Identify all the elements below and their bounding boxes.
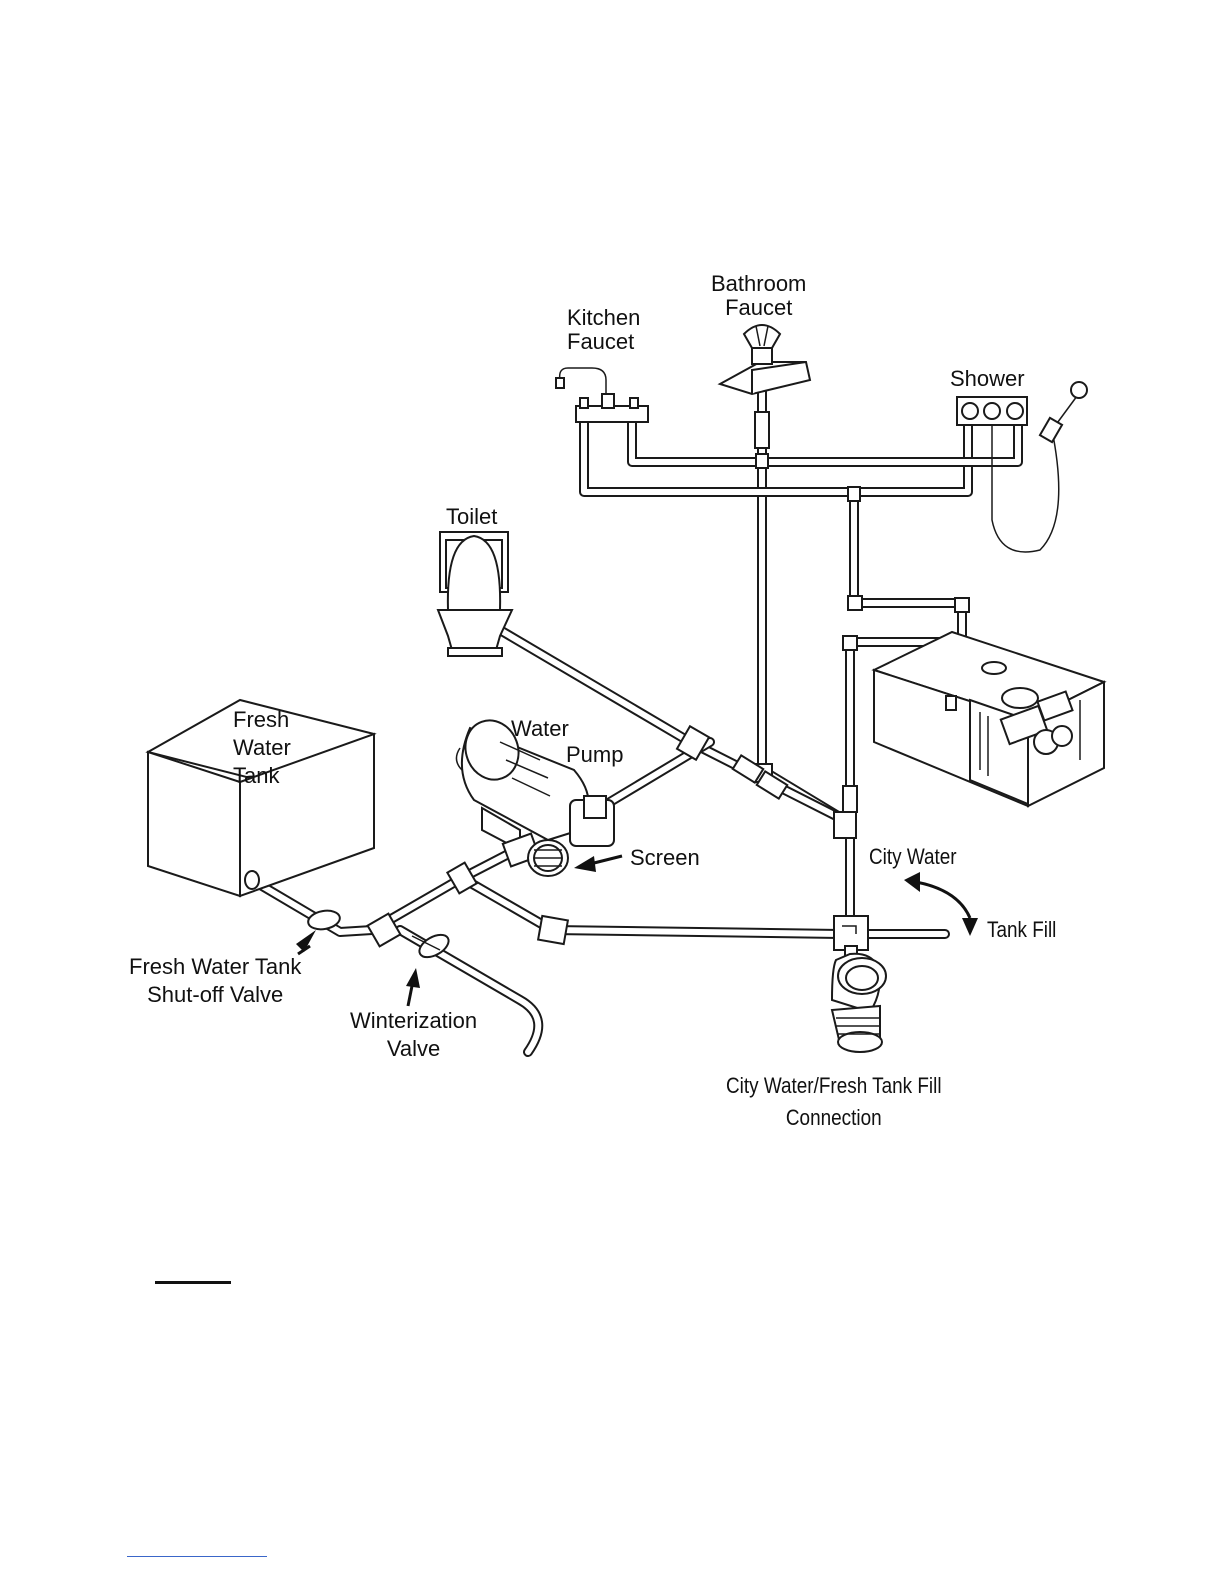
toilet-label: Toilet [446,505,497,529]
water-heater [874,632,1104,806]
shower-label: Shower [950,367,1025,391]
winterization-valve-arrow [408,986,412,1006]
screen-label: Screen [630,846,700,870]
bathroom-faucet-label: Bathroom Faucet [711,272,806,320]
tank-fill-arrowhead [962,918,978,936]
fresh-water-tank-label: Fresh Water Tank [233,706,291,790]
winterization-valve-arrowhead [406,968,420,988]
kitchen-faucet-label: Kitchen Faucet [567,306,640,354]
bathroom-faucet [720,325,810,394]
toilet [438,532,512,656]
city-water-tank-fill-arrow [916,882,970,918]
city-water-fresh-tank-fill-connection-label: City Water/Fresh Tank Fill Connection [726,1070,942,1134]
city-water-arrowhead [904,872,920,892]
footer-link-rule [127,1556,267,1557]
kitchen-faucet [556,368,648,422]
water-pump-label: Water Pump [511,716,623,768]
tank-fill-label: Tank Fill [987,918,1056,942]
underline-rule [155,1281,231,1284]
city-water-label: City Water [869,845,957,869]
winterization-valve-label: Winterization Valve [350,1007,477,1063]
fresh-water-tank-shutoff-valve-label: Fresh Water Tank Shut-off Valve [129,953,301,1009]
city-water-connection [832,946,886,1052]
screen-arrowhead [574,856,596,872]
